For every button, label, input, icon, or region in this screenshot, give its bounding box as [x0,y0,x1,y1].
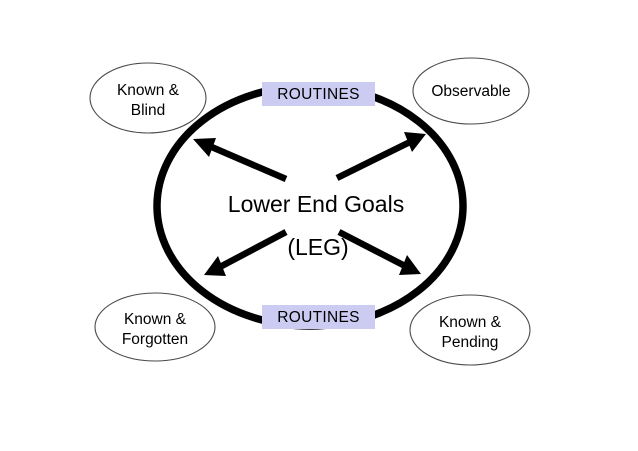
routines-bottom-label: ROUTINES [277,309,360,326]
known-and-pending-label-line2: Pending [442,334,499,351]
arrow-to-observable [335,132,426,181]
node-observable[interactable]: Observable [412,57,530,125]
routines-top-background [262,82,375,106]
observable-label-line1: Observable [431,83,510,100]
known-and-blind-label-line1: Known & [117,82,180,99]
known-and-forgotten-label-line2: Forgotten [122,331,188,348]
known-and-pending-label-line1: Known & [439,314,502,331]
known-and-forgotten-label-line1: Known & [124,311,187,328]
arrow-to-known-and-forgotten [204,229,288,276]
routines-top[interactable]: ROUTINES [262,82,375,106]
node-known-and-blind[interactable]: Known & Blind [89,62,207,134]
center-title-line1: Lower End Goals [228,191,404,217]
node-known-and-pending[interactable]: Known & Pending [409,294,531,366]
known-and-pending-oval [409,294,531,366]
node-known-and-forgotten[interactable]: Known & Forgotten [94,292,216,362]
arrow-to-known-and-pending [337,229,421,275]
observable-oval [412,57,530,125]
routines-bottom[interactable]: ROUTINES [262,305,375,329]
routines-top-label: ROUTINES [277,86,360,103]
known-and-blind-label-line2: Blind [131,102,165,119]
known-and-forgotten-oval [94,292,216,362]
known-and-blind-oval [89,62,207,134]
routines-bottom-background [262,305,375,329]
arrow-to-known-and-blind [193,138,288,182]
center-title-line2: (LEG) [287,234,348,260]
